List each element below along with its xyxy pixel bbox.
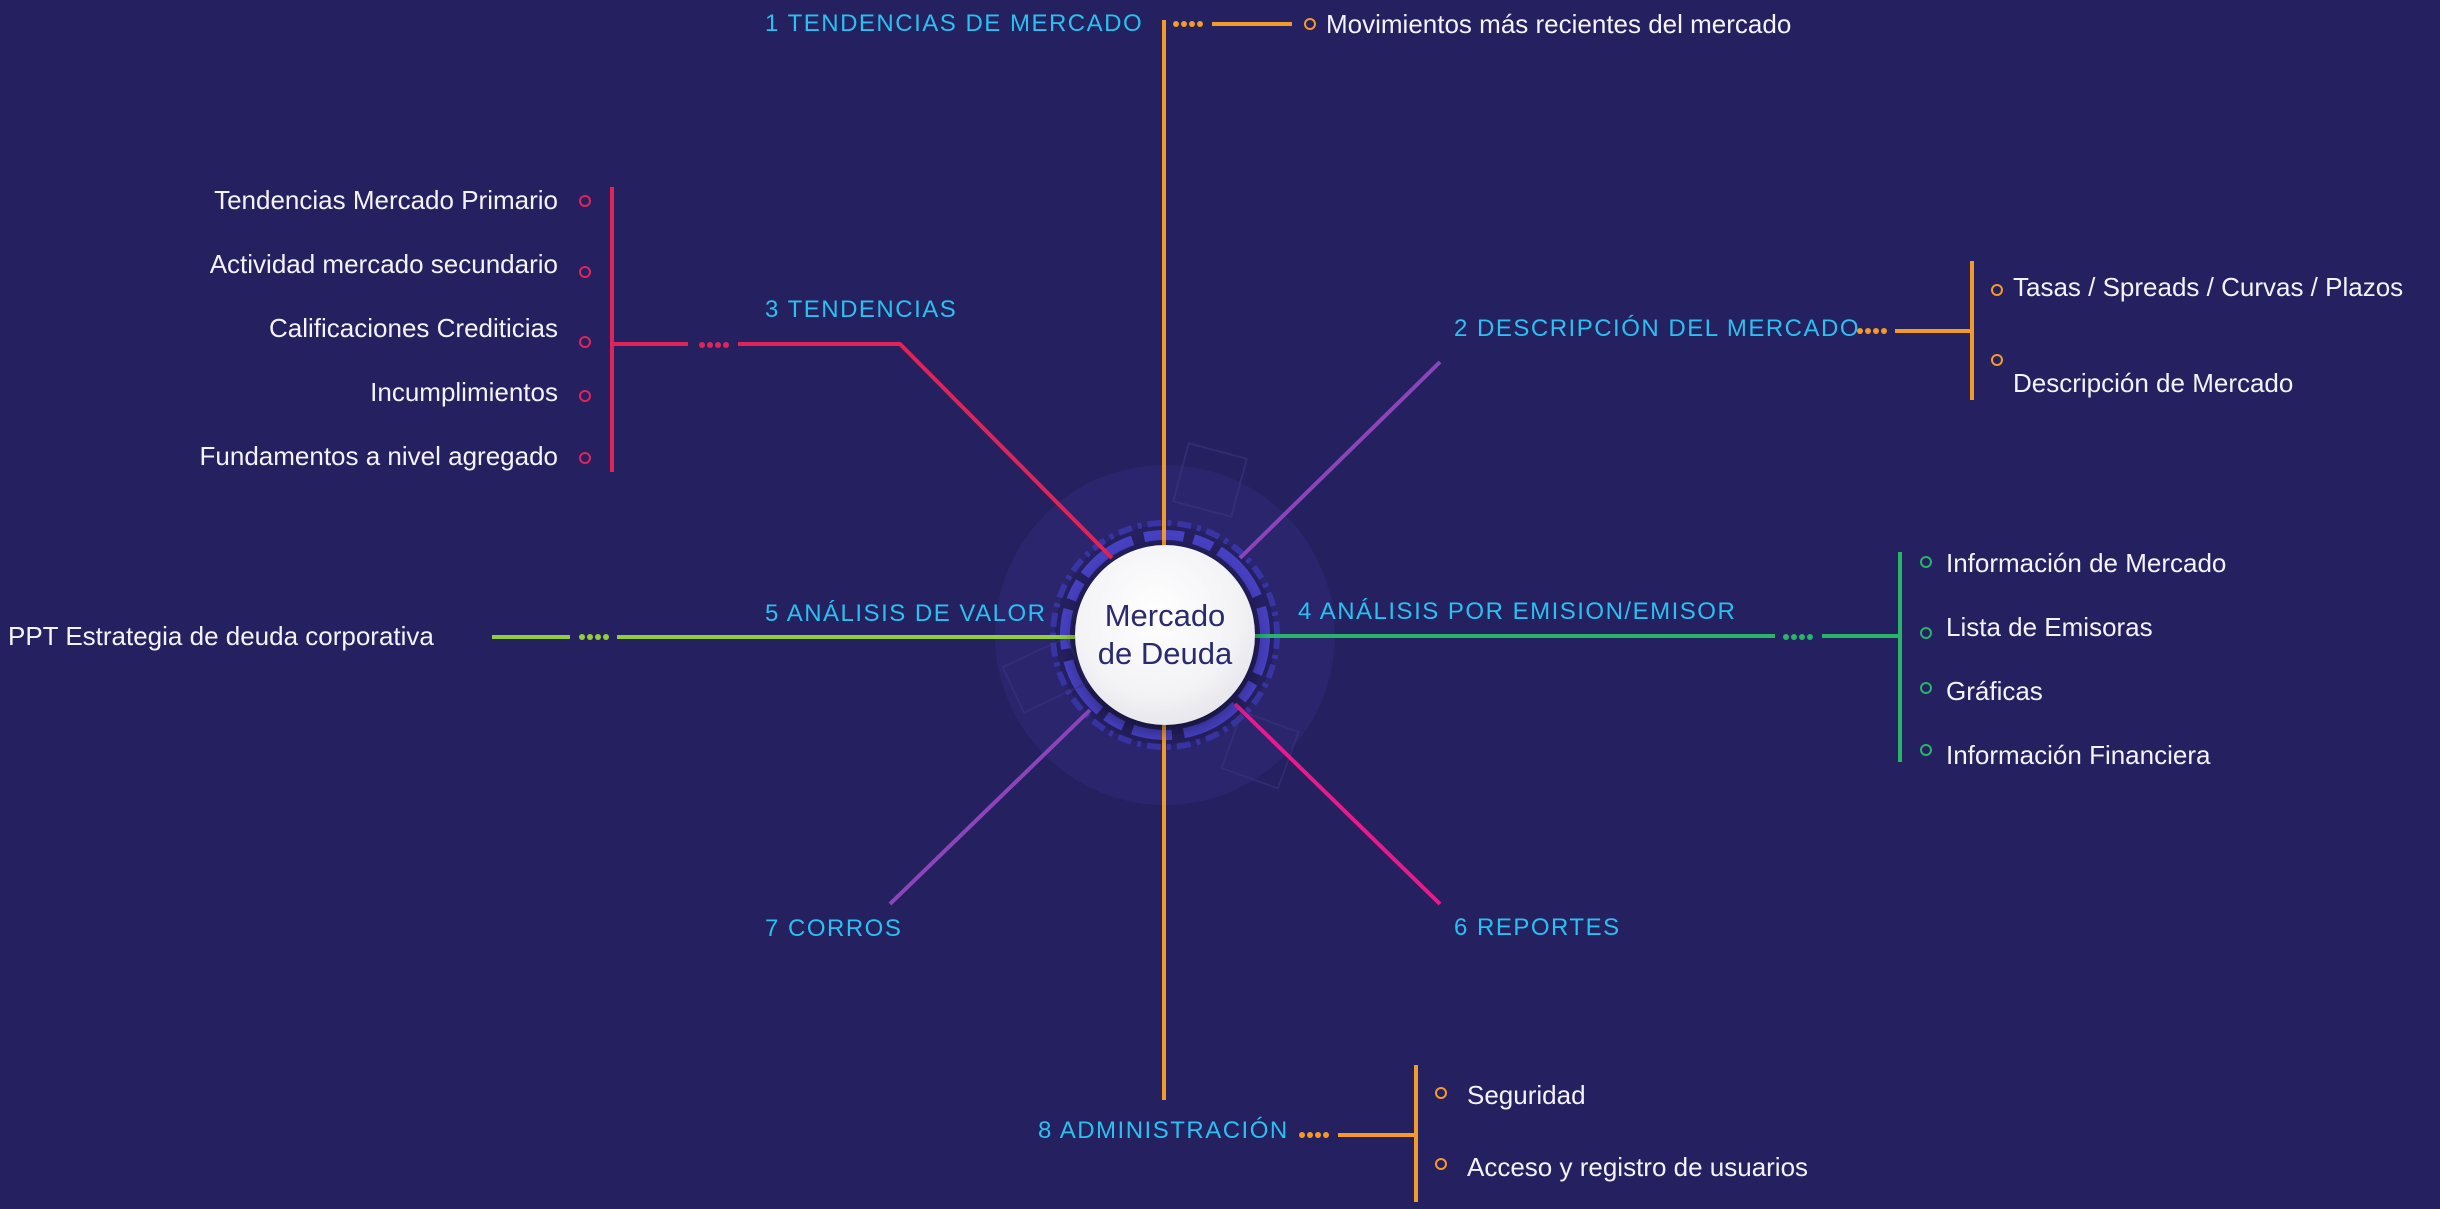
branch-1-ellipsis-icon <box>1173 21 1203 27</box>
leaf-tasas-spreads[interactable]: Tasas / Spreads / Curvas / Plazos <box>2013 272 2404 302</box>
leaf-tendencias-primario[interactable]: Tendencias Mercado Primario <box>214 185 558 215</box>
branch-label-7[interactable]: 7 CORROS <box>765 915 903 942</box>
leaf-actividad-secundario[interactable]: Actividad mercado secundario <box>209 249 558 279</box>
branch-1-lines <box>1162 20 1292 545</box>
central-topic-line1: Mercado <box>1104 598 1226 633</box>
branch-3-bullets <box>579 195 591 464</box>
leaf-acceso-registro[interactable]: Acceso y registro de usuarios <box>1467 1152 1809 1182</box>
leaf-seguridad[interactable]: Seguridad <box>1467 1080 1586 1110</box>
branch-label-2[interactable]: 2 DESCRIPCIÓN DEL MERCADO <box>1454 315 1861 342</box>
leaf-movimientos[interactable]: Movimientos más recientes del mercado <box>1326 9 1792 39</box>
leaf-graficas[interactable]: Gráficas <box>1946 676 2043 706</box>
branch-4-lines <box>1255 552 1902 762</box>
branch-label-1[interactable]: 1 TENDENCIAS DE MERCADO <box>765 10 1144 37</box>
branch-8-lines <box>1162 725 1418 1202</box>
branch-4-ellipsis-icon <box>1783 634 1813 640</box>
branch-label-6[interactable]: 6 REPORTES <box>1454 914 1621 941</box>
branch-4-bullets <box>1920 556 1932 756</box>
branch-label-3[interactable]: 3 TENDENCIAS <box>765 296 958 323</box>
branch-3-ellipsis-icon <box>699 342 729 348</box>
bullet-icon <box>1991 354 2003 366</box>
branch-8-ellipsis-icon <box>1299 1132 1329 1138</box>
leaf-calificaciones[interactable]: Calificaciones Crediticias <box>269 313 558 343</box>
branch-7-line <box>888 708 1092 906</box>
leaf-ppt-estrategia[interactable]: PPT Estrategia de deuda corporativa <box>8 621 434 651</box>
branch-5-ellipsis-icon <box>579 634 609 640</box>
bullet-icon <box>1435 1087 1447 1099</box>
bullet-icon <box>1991 284 2003 296</box>
branch-label-5[interactable]: 5 ANÁLISIS DE VALOR <box>765 600 1047 627</box>
branch-2-ellipsis-icon <box>1857 328 1887 334</box>
bullet-icon <box>1304 18 1316 30</box>
leaf-descripcion-mercado[interactable]: Descripción de Mercado <box>2013 368 2294 398</box>
leaf-lista-emisoras[interactable]: Lista de Emisoras <box>1946 612 2153 642</box>
leaf-informacion-mercado[interactable]: Información de Mercado <box>1946 548 2227 578</box>
leaf-informacion-financiera[interactable]: Información Financiera <box>1946 740 2211 770</box>
branch-label-8[interactable]: 8 ADMINISTRACIÓN <box>1038 1117 1289 1144</box>
branch-3-lines <box>610 187 1114 560</box>
central-topic-line2: de Deuda <box>1097 636 1233 671</box>
leaf-fundamentos[interactable]: Fundamentos a nivel agregado <box>199 441 558 471</box>
branch-2-lines <box>1238 261 1974 560</box>
branch-label-4[interactable]: 4 ANÁLISIS POR EMISION/EMISOR <box>1298 598 1737 625</box>
leaf-incumplimientos[interactable]: Incumplimientos <box>370 377 558 407</box>
bullet-icon <box>1435 1158 1447 1170</box>
branch-6-line <box>1233 702 1442 906</box>
central-topic[interactable]: Mercado de Deuda <box>1075 545 1255 725</box>
